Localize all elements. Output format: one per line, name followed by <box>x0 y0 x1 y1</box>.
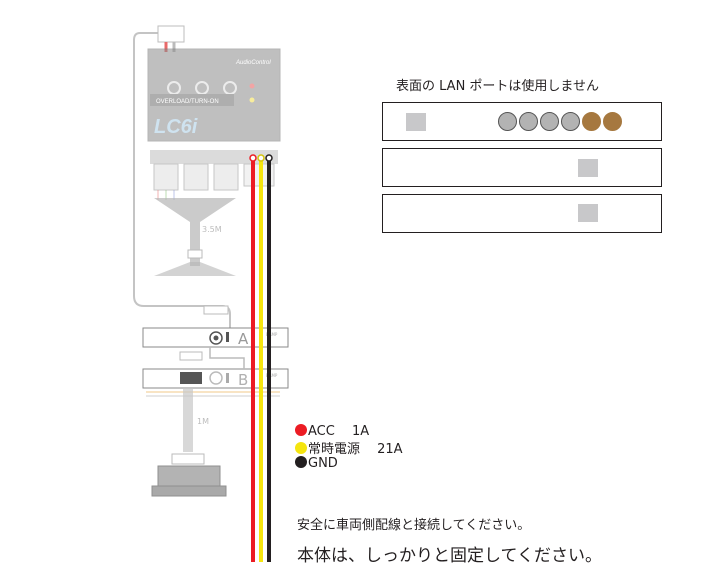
lan-port-gray <box>561 112 580 131</box>
cable-length-upper: 3.5M <box>202 225 222 234</box>
legend-dot <box>295 456 307 468</box>
lan-port-brown <box>582 112 601 131</box>
rack-panel-1 <box>382 102 662 141</box>
device-unit <box>147 48 281 191</box>
lan-port-gray <box>519 112 538 131</box>
svg-text:BAMP: BAMP <box>266 373 278 378</box>
top-connector <box>157 25 185 43</box>
panel-square <box>578 159 598 177</box>
lan-caption: 表面の LAN ポートは使用しません <box>396 79 600 94</box>
switch-a-label: A <box>238 330 249 348</box>
trunk-funnel <box>154 198 236 222</box>
legend-label: ACC 1A <box>308 424 370 439</box>
legend-item: 常時電源 21A <box>295 438 403 457</box>
svg-text:BAMP: BAMP <box>266 332 278 337</box>
lan-port-gray <box>540 112 559 131</box>
legend-label: GND <box>308 456 338 471</box>
lan-port-brown <box>603 112 622 131</box>
legend-dot <box>295 424 307 436</box>
switch-b-label: B <box>238 371 248 389</box>
rack-panel-2 <box>382 148 662 187</box>
switch-b-knob <box>209 371 223 385</box>
safety-note: 安全に車両側配線と接続してください。 <box>297 518 531 533</box>
panel-square <box>406 113 426 131</box>
device-panel-text: OVERLOAD/TURN-ON <box>156 99 219 105</box>
lan-port-gray <box>498 112 517 131</box>
rack-panel-3 <box>382 194 662 233</box>
device-brand: AudioControl <box>235 60 271 66</box>
fix-note: 本体は、しっかりと固定してください。 <box>297 546 602 566</box>
cable-length-lower: 1M <box>197 417 209 426</box>
legend-label: 常時電源 21A <box>308 442 403 457</box>
power-wires <box>249 154 273 562</box>
trunk-cable <box>190 222 200 266</box>
legend-item: GND <box>295 456 338 471</box>
legend-dot <box>295 442 307 454</box>
device-model: LC6i <box>154 116 198 138</box>
panel-square <box>578 204 598 222</box>
legend-item: ACC 1A <box>295 420 369 439</box>
lower-cable <box>183 388 193 452</box>
